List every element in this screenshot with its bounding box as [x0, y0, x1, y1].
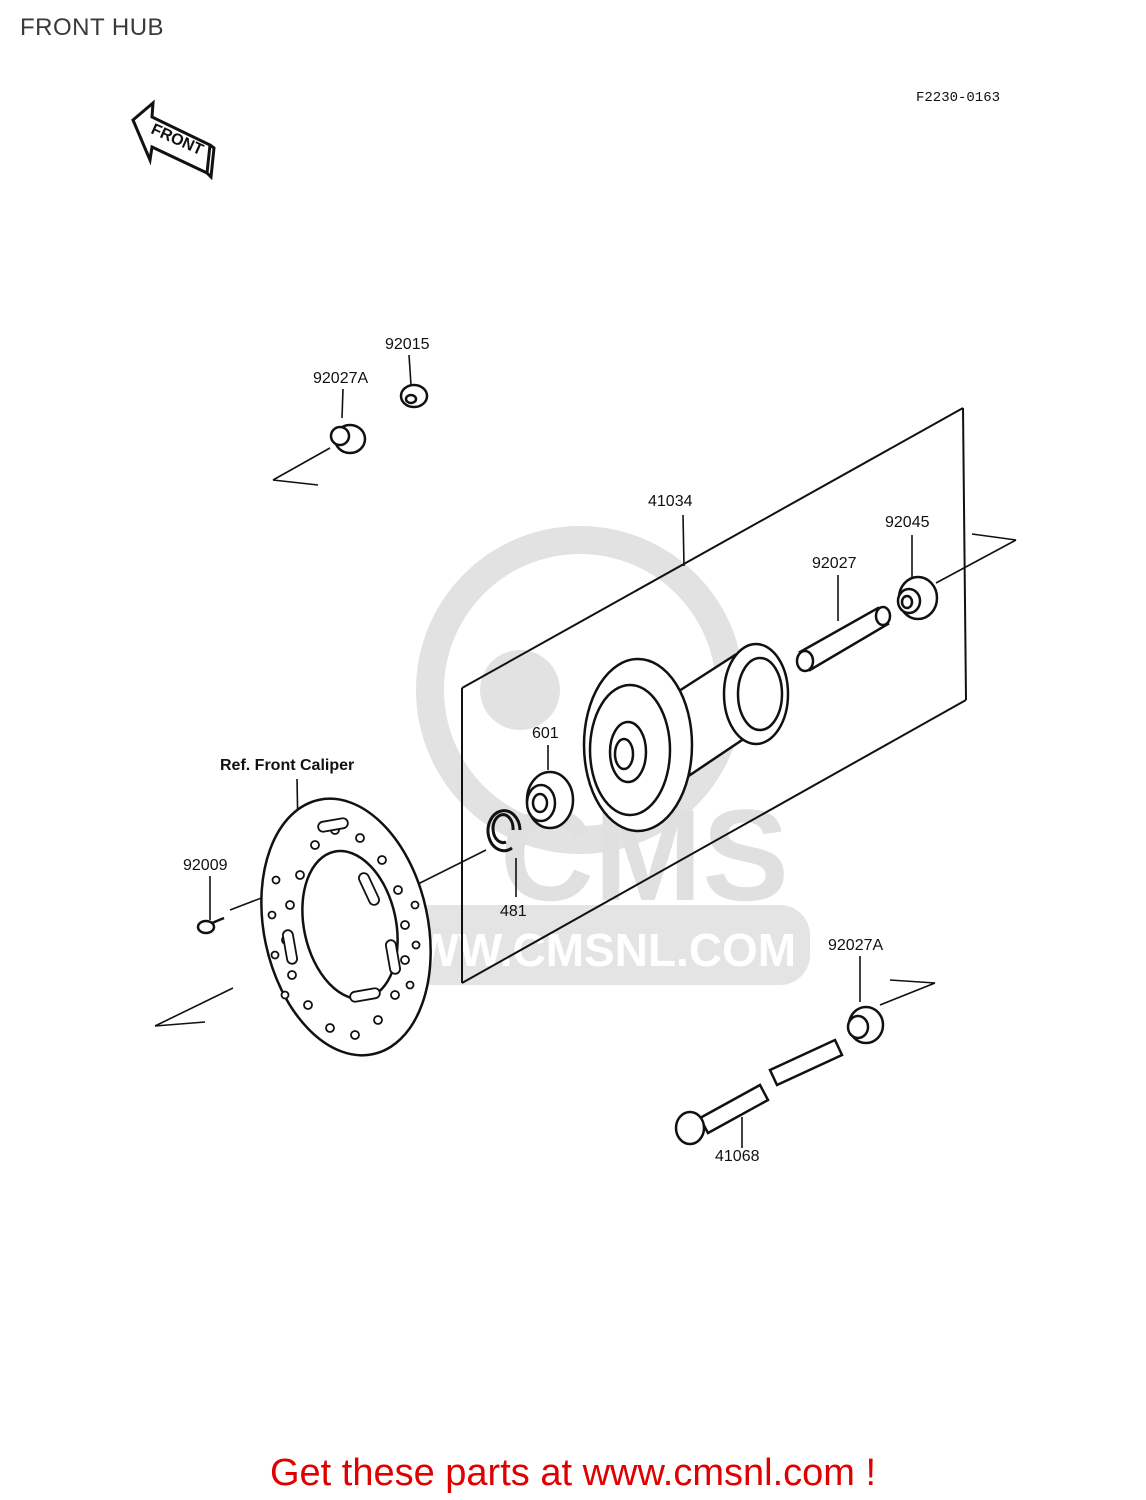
axle-41068-icon [674, 1038, 844, 1146]
bearing-92045-icon [896, 575, 939, 621]
page-title: FRONT HUB [20, 14, 165, 41]
collar-92027a-top-icon [329, 423, 367, 455]
part-label-601: 601 [532, 725, 559, 742]
leader-lines [154, 354, 1017, 1148]
part-label-92027a-top: 92027A [313, 370, 368, 387]
front-arrow-icon [131, 99, 216, 181]
part-label-92015: 92015 [385, 336, 430, 353]
reference-label: Ref. Front Caliper [220, 757, 354, 774]
collar-92027-icon [795, 605, 892, 673]
bolt-92009-icon [196, 916, 225, 935]
hub-41034-icon [582, 642, 790, 833]
brake-disc-icon [260, 797, 432, 1057]
part-label-92027a-bottom: 92027A [828, 937, 883, 954]
part-label-92009: 92009 [183, 857, 228, 874]
circlip-481-icon [486, 809, 522, 853]
assembly-outline [461, 407, 967, 984]
part-label-92045: 92045 [885, 514, 930, 531]
part-label-41068: 41068 [715, 1148, 760, 1165]
bearing-601-icon [525, 770, 575, 830]
part-label-481: 481 [500, 903, 527, 920]
diagram-code: F2230-0163 [916, 90, 1000, 106]
collar-92027a-bottom-icon [846, 1005, 885, 1045]
nut-92015-icon [399, 383, 429, 409]
watermark-url: WWW.CMSNL.COM [372, 924, 796, 976]
part-label-92027: 92027 [812, 555, 857, 572]
footer-link[interactable]: Get these parts at www.cmsnl.com ! [269, 1452, 877, 1494]
part-label-41034: 41034 [648, 493, 693, 510]
